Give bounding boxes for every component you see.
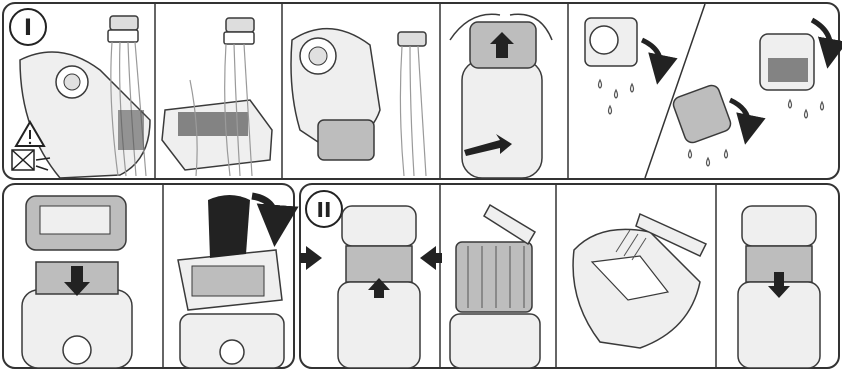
section-1-label: I xyxy=(24,16,32,41)
panel-11-reattach-head xyxy=(738,206,820,368)
panel-6-attach-cap xyxy=(22,196,132,368)
section-1-badge: I xyxy=(10,9,46,45)
section-2-label: II xyxy=(317,198,332,222)
tap xyxy=(110,16,138,30)
section-2-badge: II xyxy=(306,191,342,227)
